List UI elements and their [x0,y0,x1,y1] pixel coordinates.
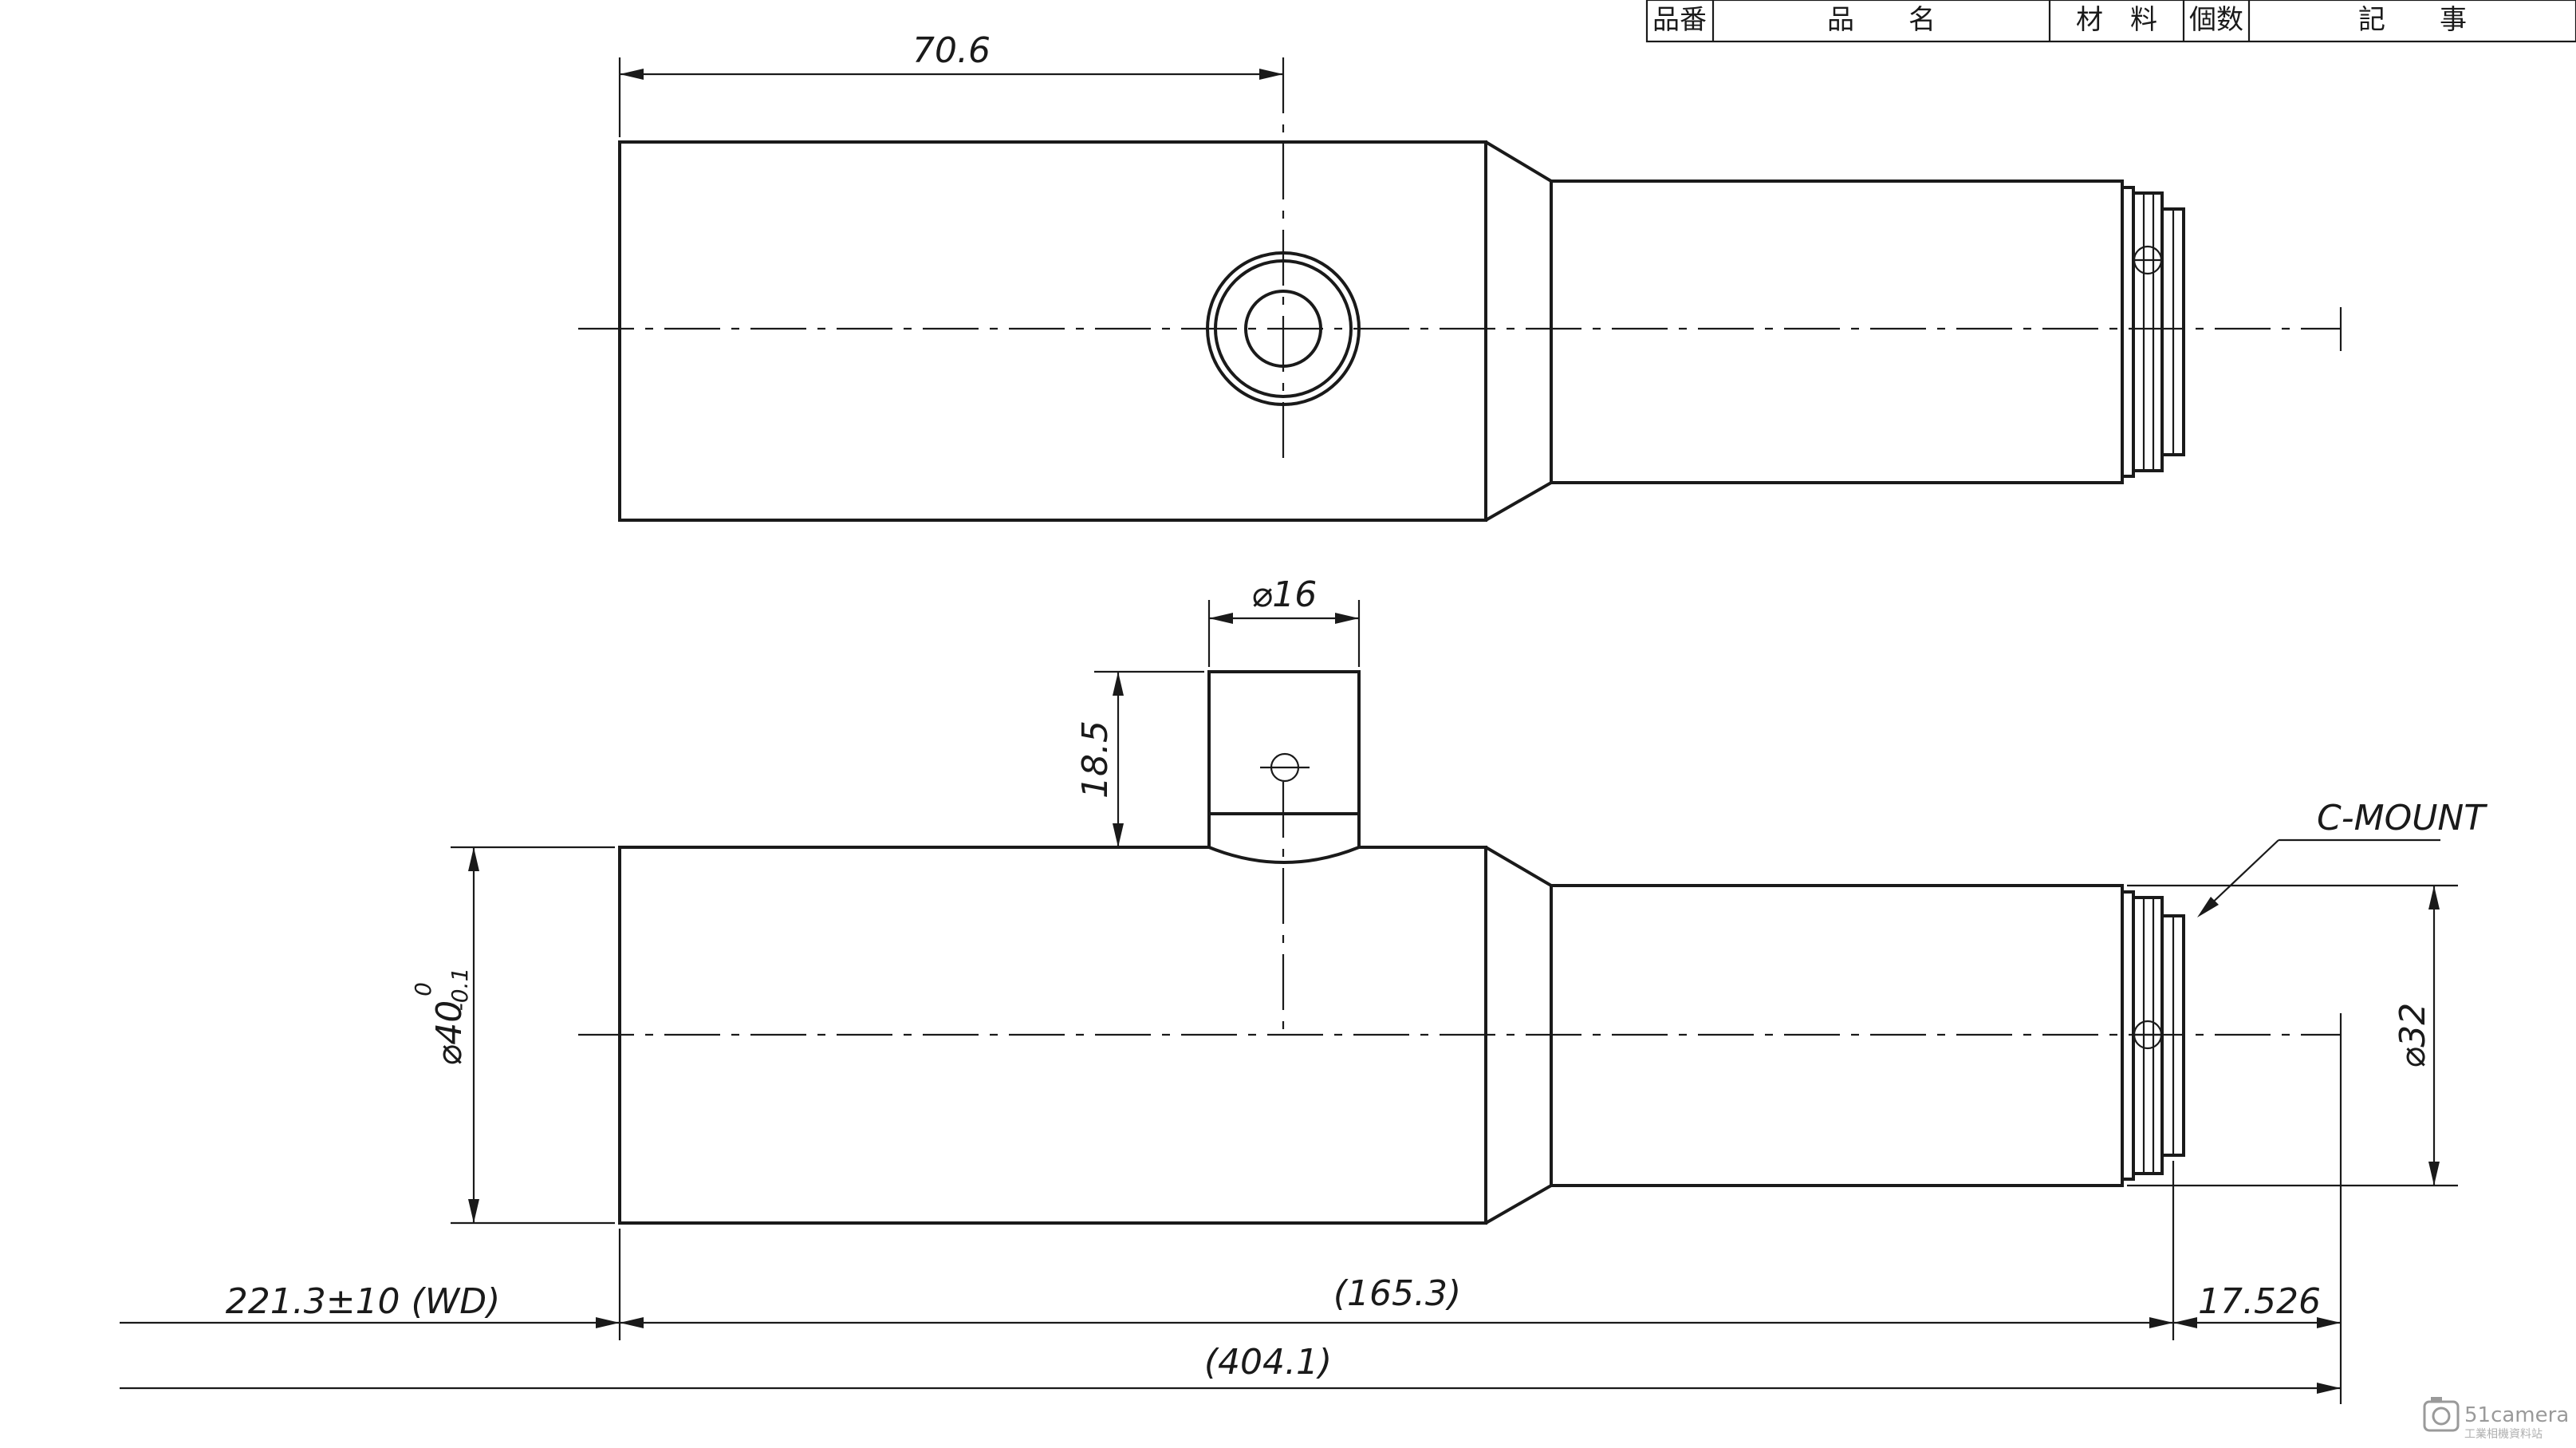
dim-body-tolerance-lower: -0.1 [447,968,473,1012]
top-view-rear-barrel [1550,180,2124,484]
dim-boss-diameter: ⌀16 [1251,574,1317,615]
side-view-boss [1207,670,1361,847]
top-view: 70.6 [578,30,2342,522]
side-view-main-body [618,846,1487,1225]
watermark: 51camera 工業相機資料站 [2423,1397,2569,1441]
dim-body-length: (165.3) [1333,1273,1461,1314]
length-dimensions: 221.3±10 (WD) (165.3) 17.526 (404.1) [120,1057,2342,1404]
title-header-material: 材 料 [2076,4,2157,36]
dim-mount-diameter: ⌀32 [2393,1003,2433,1068]
dim-body-tolerance-upper: 0 [410,982,436,996]
title-header-part-name: 品 名 [1827,4,1936,36]
side-view: ⌀16 18.5 ⌀40 0 -0.1 ⌀32 C-MOUNT [410,574,2487,1225]
title-header-part-no: 品番 [1652,4,1707,36]
dim-working-distance: 221.3±10 (WD) [226,1281,501,1322]
title-header-remarks: 記 事 [2358,4,2467,36]
dim-offset-top: 70.6 [912,30,991,71]
watermark-brand: 51camera [2464,1403,2569,1427]
camera-logo-icon [2423,1400,2460,1432]
top-view-mount-ring [2121,186,2135,478]
label-c-mount: C-MOUNT [2317,798,2487,838]
title-block: 品番 品 名 材 料 個数 記 事 [1645,0,2576,43]
dim-total-length: (404.1) [1204,1342,1332,1383]
top-view-main-body [618,140,1487,522]
title-header-quantity: 個数 [2189,4,2243,36]
top-view-taper [1484,140,1553,522]
watermark-tagline: 工業相機資料站 [2464,1428,2543,1441]
dim-flange-back: 17.526 [2198,1281,2321,1322]
dim-body-diameter: ⌀40 [429,1000,470,1066]
dim-boss-height: 18.5 [1075,720,1116,799]
